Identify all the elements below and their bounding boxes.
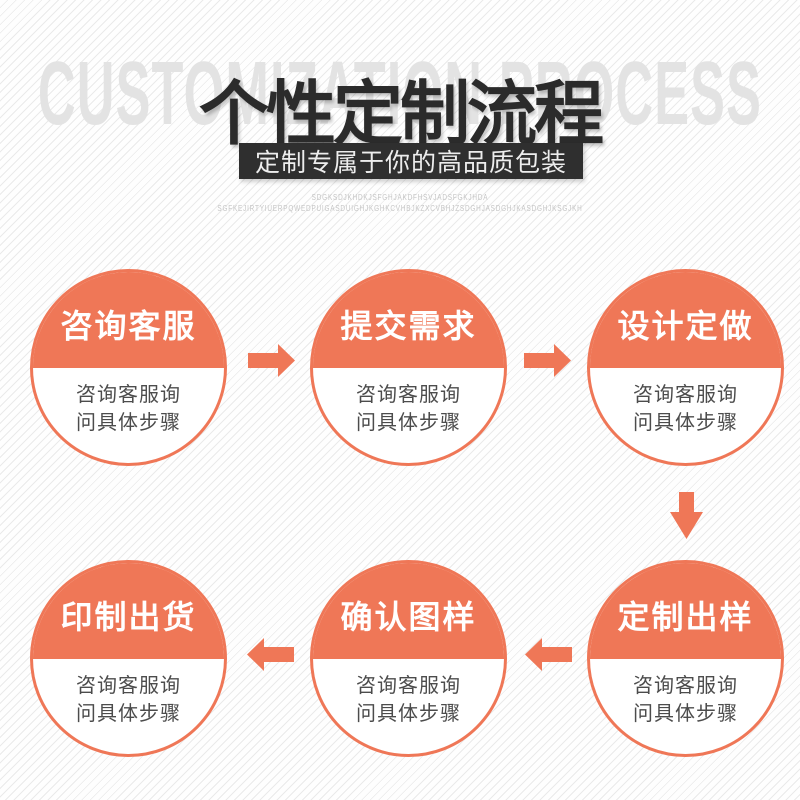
step-title-area: 咨询客服 [33,272,224,368]
step-desc-area: 咨询客服询 问具体步骤 [590,368,781,464]
step-desc-area: 咨询客服询 问具体步骤 [590,659,781,755]
step-circle-consult-service: 咨询客服 咨询客服询 问具体步骤 [30,269,227,466]
step-desc-area: 咨询客服询 问具体步骤 [33,659,224,755]
step-desc: 咨询客服询 问具体步骤 [356,674,461,725]
step-title-area: 印制出货 [33,563,224,659]
arrow-down-icon [670,492,703,539]
step-desc-area: 咨询客服询 问具体步骤 [33,368,224,464]
fineprint-block: SDGKSDJKHDKJSFGHJAKDFHSVJADSFGKJHDA SGFK… [0,192,800,214]
step-title: 定制出样 [617,598,754,635]
arrow-right-icon [524,344,571,377]
step-desc: 咨询客服询 问具体步骤 [76,674,181,725]
step-title-area: 设计定做 [590,272,781,368]
step-title-area: 定制出样 [590,563,781,659]
fineprint-line-2: SGFKEJIRTYIUERPQWEDPUIGASDUIGHJKGHKCVHBJ… [217,204,583,213]
step-circle-design-customize: 设计定做 咨询客服询 问具体步骤 [587,269,784,466]
step-circle-submit-requirements: 提交需求 咨询客服询 问具体步骤 [310,269,507,466]
arrow-right-icon [248,344,295,377]
step-desc: 咨询客服询 问具体步骤 [633,674,738,725]
step-title-area: 确认图样 [313,563,504,659]
step-desc: 咨询客服询 问具体步骤 [76,383,181,434]
step-title: 提交需求 [340,307,477,344]
step-desc: 咨询客服询 问具体步骤 [633,383,738,434]
step-title: 咨询客服 [60,307,197,344]
page-title: 个性定制流程 [199,75,604,153]
step-desc-area: 咨询客服询 问具体步骤 [313,659,504,755]
step-desc-area: 咨询客服询 问具体步骤 [313,368,504,464]
step-circle-custom-sample: 定制出样 咨询客服询 问具体步骤 [587,560,784,757]
step-desc: 咨询客服询 问具体步骤 [356,383,461,434]
step-title: 印制出货 [60,598,197,635]
arrow-left-icon [525,638,572,671]
fineprint-line-1: SDGKSDJKHDKJSFGHJAKDFHSVJADSFGKJHDA [311,193,489,202]
step-circle-confirm-design: 确认图样 咨询客服询 问具体步骤 [310,560,507,757]
step-title: 设计定做 [617,307,754,344]
arrow-left-icon [247,638,294,671]
step-title: 确认图样 [340,598,477,635]
subtitle-banner: 定制专属于你的高品质包装 [239,143,583,179]
step-circle-print-ship: 印制出货 咨询客服询 问具体步骤 [30,560,227,757]
subtitle-text: 定制专属于你的高品质包装 [254,149,567,177]
step-title-area: 提交需求 [313,272,504,368]
